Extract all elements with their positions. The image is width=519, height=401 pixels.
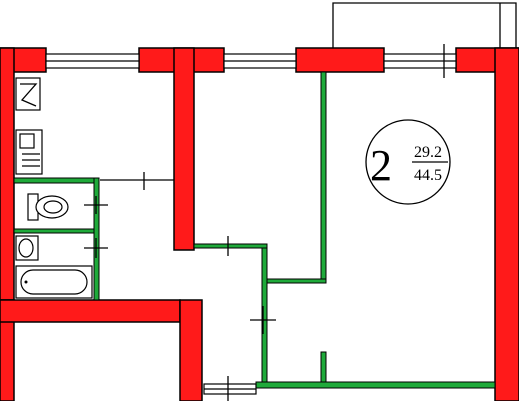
lower-left-wall-vertical (179, 299, 203, 401)
partition-bath-toilet (13, 228, 99, 234)
balcony (332, 2, 517, 50)
doors (84, 172, 276, 401)
interior-walls (0, 47, 203, 401)
area-label: 2 29.2 44.5 (365, 119, 451, 205)
partition-kitchen-bath (13, 177, 99, 184)
washbasin-icon (15, 235, 39, 261)
stove-icon (15, 77, 41, 111)
exterior-walls (0, 47, 519, 401)
partition-corridor-top (193, 243, 268, 249)
windows (45, 44, 457, 78)
lower-left-wall-horizontal (0, 299, 181, 323)
rooms-count: 2 (370, 141, 392, 190)
interior-wall-vertical (173, 47, 195, 251)
partitions (13, 71, 496, 389)
bathtub-icon (15, 265, 93, 299)
partition-stub (320, 351, 327, 383)
partition-rooms-vertical (320, 71, 327, 283)
toilet-icon (27, 193, 69, 221)
top-wall-pier-2 (295, 47, 385, 73)
partition-closet-horizontal (265, 278, 327, 284)
living-area: 29.2 (414, 144, 442, 161)
total-area: 44.5 (414, 167, 442, 184)
right-wall (494, 47, 519, 401)
left-wall-upper (0, 47, 15, 301)
partition-bottom (255, 381, 496, 389)
sink-icon (15, 129, 43, 175)
